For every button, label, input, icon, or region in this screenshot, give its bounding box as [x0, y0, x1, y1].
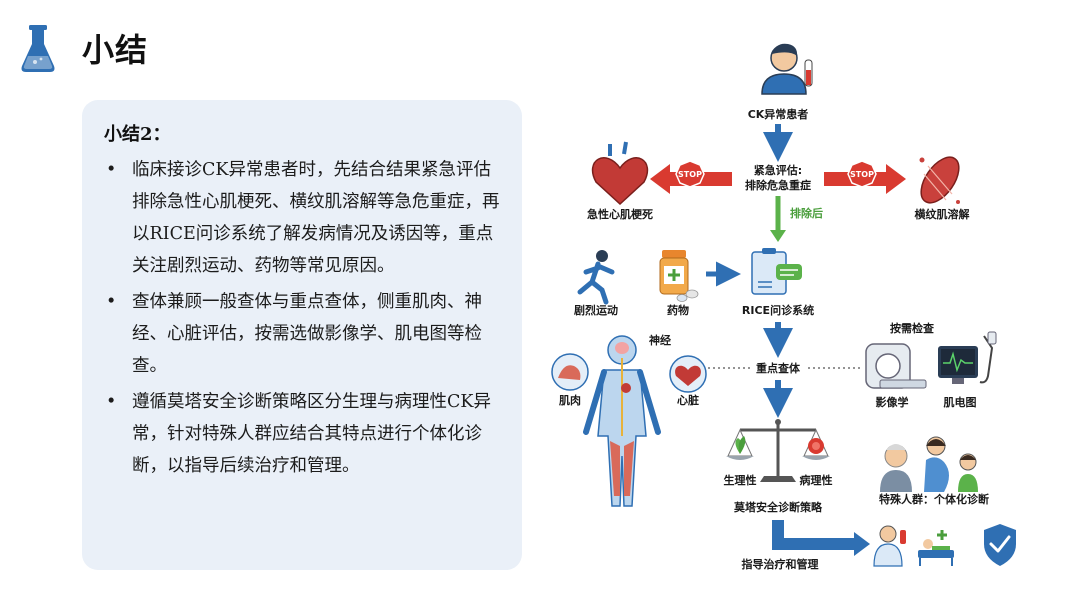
physiological-label: 生理性: [724, 473, 757, 487]
summary-bullet-list: • 临床接诊CK异常患者时，先结合结果紧急评估排除急性心肌梗死、横纹肌溶解等急危…: [104, 154, 500, 482]
svg-text:STOP: STOP: [850, 170, 874, 179]
patient-label: CK异常患者: [748, 107, 809, 121]
urgent-eval-label-2: 排除危急重症: [745, 178, 811, 192]
doctor-icon: [873, 525, 906, 567]
emg-monitor-icon: [938, 331, 997, 384]
summary-bullet-text: 临床接诊CK异常患者时，先结合结果紧急评估排除急性心肌梗死、横纹肌溶解等急危重症…: [132, 160, 500, 276]
patient-icon: [761, 43, 813, 95]
rice-label: RICE问诊系统: [742, 303, 814, 317]
svg-text:STOP: STOP: [678, 170, 702, 179]
imaging-label: 影像学: [876, 395, 909, 409]
diagnosis-flow-diagram: CK异常患者 紧急评估: 排除危急重症 STOP STOP 急性心肌梗死 横纹肌…: [551, 43, 1016, 571]
bullet-dot-icon: •: [106, 392, 117, 412]
summary-bullet-text: 查体兼顾一般查体与重点查体，侧重肌肉、神经、心脏评估，按需选做影像学、肌电图等检…: [132, 292, 482, 376]
murtagh-label: 莫塔安全诊断策略: [733, 500, 823, 514]
rhabdo-label: 横纹肌溶解: [915, 207, 970, 221]
stop-sign-icon: STOP: [847, 160, 877, 188]
summary-bullet: • 查体兼顾一般查体与重点查体，侧重肌肉、神经、心脏评估，按需选做影像学、肌电图…: [104, 286, 500, 382]
focused-exam-label: 重点查体: [756, 361, 801, 375]
guide-label: 指导治疗和管理: [742, 557, 819, 571]
summary-bullet: • 遵循莫塔安全诊断策略区分生理与病理性CK异常，针对特殊人群应结合其特点进行个…: [104, 386, 500, 482]
pathological-label: 病理性: [800, 473, 833, 487]
stop-sign-icon: STOP: [675, 160, 705, 188]
mi-label: 急性心肌梗死: [587, 207, 653, 221]
medicine-bottle-icon: [659, 250, 699, 302]
after-exclusion-label: 排除后: [790, 206, 823, 220]
nerve-label: 神经: [649, 333, 671, 347]
drugs-label: 药物: [667, 303, 689, 317]
urgent-eval-label: 紧急评估:: [754, 163, 802, 177]
page-title: 小结: [82, 31, 149, 69]
arm-muscle-icon: [551, 353, 589, 391]
ct-scanner-icon: [865, 343, 927, 389]
muscle-fiber-icon: [919, 156, 960, 204]
flask-icon: [21, 25, 55, 72]
arrow-curved: [772, 520, 856, 550]
summary-bullet-text: 遵循莫塔安全诊断策略区分生理与病理性CK异常，针对特殊人群应结合其特点进行个体化…: [132, 392, 491, 476]
bullet-dot-icon: •: [106, 292, 117, 312]
on-demand-label: 按需检查: [890, 321, 934, 335]
special-population-icon: [880, 436, 978, 492]
muscle-label: 肌肉: [558, 393, 581, 407]
heart-circle-icon: [669, 355, 707, 393]
treatment-bed-icon: [918, 530, 954, 566]
balance-scale-icon: [726, 419, 830, 482]
shield-check-icon: [984, 524, 1016, 566]
heart-label: 心脏: [677, 393, 699, 407]
summary-heading: 小结2：: [104, 124, 171, 145]
bullet-dot-icon: •: [106, 160, 117, 180]
summary-panel: 小结2： • 临床接诊CK异常患者时，先结合结果紧急评估排除急性心肌梗死、横纹肌…: [82, 100, 522, 570]
heart-icon: [591, 141, 649, 206]
runner-icon: [577, 250, 615, 305]
special-population-label: 特殊人群：个体化诊断: [879, 492, 989, 506]
summary-bullet: • 临床接诊CK异常患者时，先结合结果紧急评估排除急性心肌梗死、横纹肌溶解等急危…: [104, 154, 500, 282]
exercise-label: 剧烈运动: [574, 303, 618, 317]
emg-label: 肌电图: [943, 395, 977, 409]
clipboard-chat-icon: [751, 248, 802, 295]
human-body-icon: [583, 335, 661, 507]
